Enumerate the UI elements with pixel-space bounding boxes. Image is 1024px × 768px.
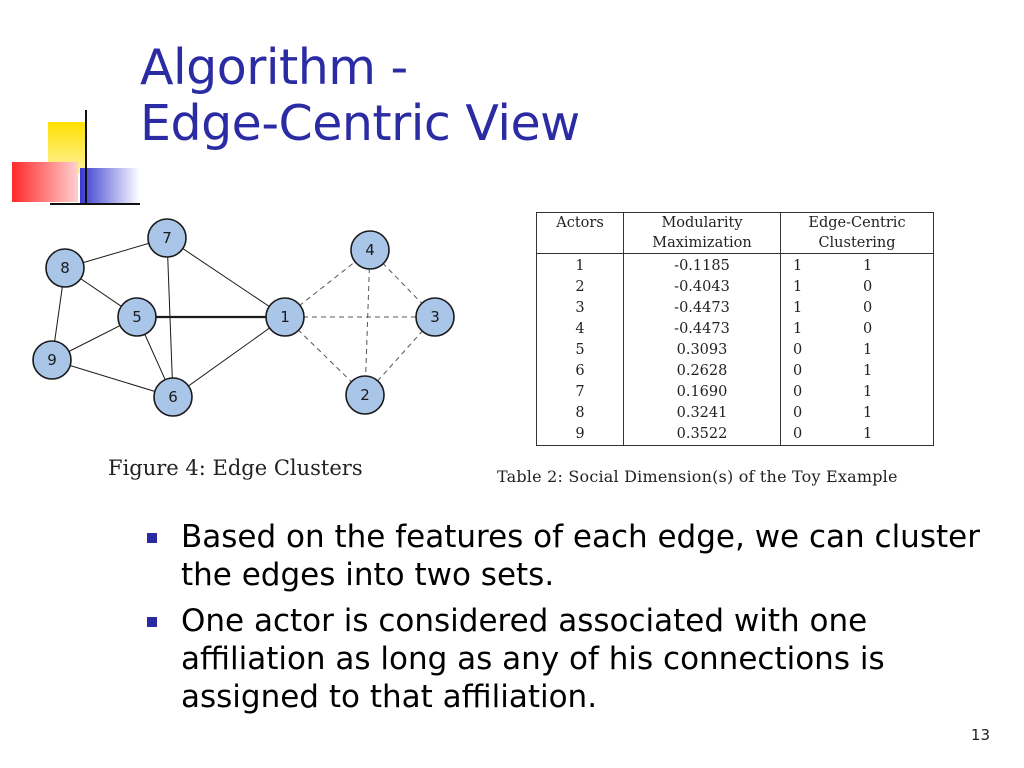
node-8-label: 8 [60, 259, 70, 277]
title-line-1: Algorithm - [140, 39, 408, 96]
slide-title: Algorithm - Edge-Centric View [140, 40, 580, 152]
header-actors: Actors [536, 212, 624, 254]
node-5: 5 [117, 297, 157, 337]
node-1: 1 [265, 297, 305, 337]
node-4: 4 [350, 230, 390, 270]
edge-6-1 [172, 316, 286, 398]
node-6-label: 6 [168, 388, 178, 406]
node-7-label: 7 [162, 229, 172, 247]
title-line-2: Edge-Centric View [140, 95, 580, 152]
edge-7-1 [166, 237, 286, 318]
bullet-text: One actor is considered associated with … [181, 603, 885, 715]
edge-4-3 [369, 249, 436, 318]
dashed-edges [284, 249, 436, 396]
node-7: 7 [147, 218, 187, 258]
bullet-item: One actor is considered associated with … [145, 602, 1005, 716]
square-bullet-icon [147, 533, 157, 543]
node-3-label: 3 [430, 308, 440, 326]
square-bullet-icon [147, 617, 157, 627]
node-3: 3 [415, 297, 455, 337]
node-6: 6 [153, 377, 193, 417]
node-2-label: 2 [360, 386, 370, 404]
graph-nodes: 7 8 5 1 9 6 4 3 2 [32, 218, 455, 417]
node-5-label: 5 [132, 308, 142, 326]
bullet-text: Based on the features of each edge, we c… [181, 519, 980, 593]
node-9: 9 [32, 340, 72, 380]
edge-4-2 [364, 249, 371, 396]
bullet-list: Based on the features of each edge, we c… [145, 518, 1005, 724]
node-1-label: 1 [280, 308, 290, 326]
edge-9-6 [51, 359, 174, 398]
node-9-label: 9 [47, 351, 57, 369]
table-caption: Table 2: Social Dimension(s) of the Toy … [497, 467, 898, 486]
solid-edges [51, 237, 286, 398]
bullet-item: Based on the features of each edge, we c… [145, 518, 1005, 594]
page-number: 13 [970, 726, 990, 744]
node-4-label: 4 [365, 241, 375, 259]
node-2: 2 [345, 375, 385, 415]
edge-cluster-graph: 7 8 5 1 9 6 4 3 2 [32, 218, 455, 417]
corner-decoration [12, 110, 140, 205]
figure-caption: Figure 4: Edge Clusters [108, 456, 363, 480]
node-8: 8 [45, 248, 85, 288]
